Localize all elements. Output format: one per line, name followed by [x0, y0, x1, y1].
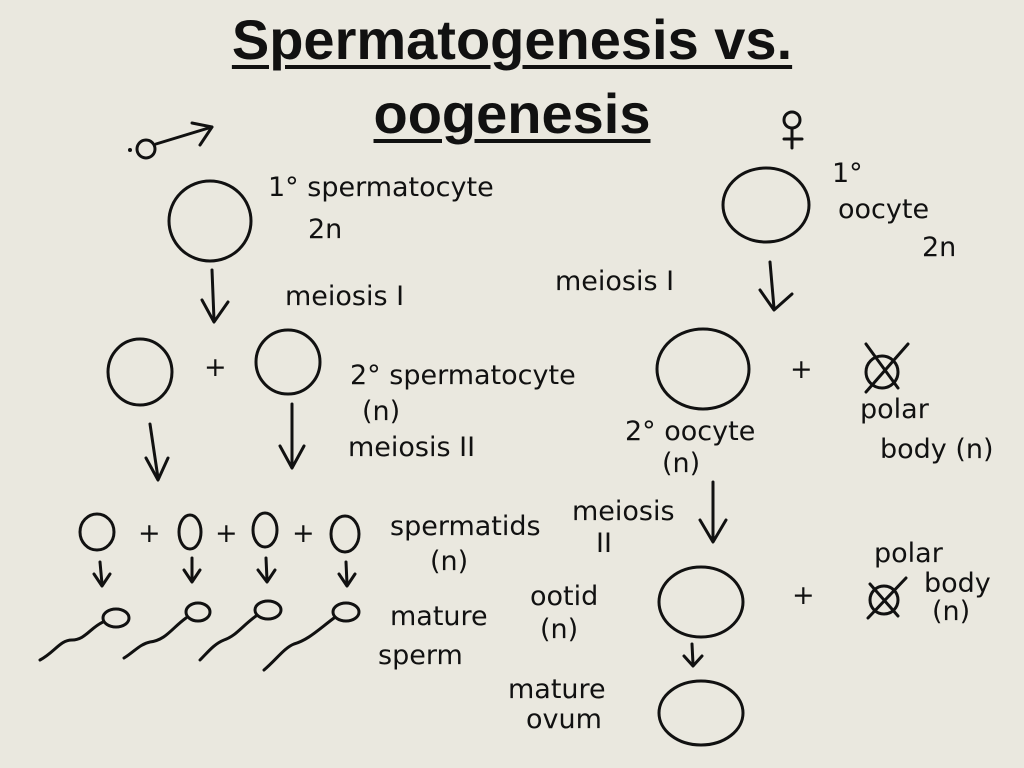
female-meiosis-1-label: meiosis I [555, 266, 674, 297]
primary-oocyte-label-2: oocyte [838, 194, 929, 225]
down-arrow-icon [278, 402, 306, 470]
spermatid-cell [251, 511, 279, 549]
title-line-2: oogenesis [373, 82, 651, 145]
spermatid-cell [78, 512, 116, 552]
secondary-oocyte-cell [655, 327, 751, 411]
secondary-spermatocyte-cell [106, 337, 174, 407]
ootid-cell [657, 565, 745, 639]
secondary-oocyte-ploidy: (n) [662, 448, 700, 479]
polar-body-1-label-1: polar [860, 394, 930, 425]
mature-sperm-label-2: sperm [378, 640, 463, 671]
title-line-1: Spermatogenesis vs. [231, 8, 793, 71]
sperm-icon [262, 601, 361, 672]
secondary-spermatocyte-label: 2° spermatocyte [350, 360, 576, 391]
polar-body-2-label-2: body [924, 568, 991, 599]
polar-body-2-ploidy: (n) [932, 596, 970, 627]
polar-body-2-label-1: polar [874, 538, 944, 569]
spermatids-label: spermatids [390, 511, 541, 542]
plus-sign: + [792, 580, 815, 611]
sperm-icon [38, 607, 131, 662]
primary-spermatocyte-label: 1° spermatocyte [268, 172, 494, 203]
down-arrow-icon [256, 556, 277, 584]
female-meiosis-2-label-1: meiosis [572, 496, 675, 527]
male-meiosis-2-label: meiosis II [348, 432, 475, 463]
down-arrow-icon [200, 268, 230, 324]
spermatid-cell [329, 514, 361, 554]
sperm-icon [122, 601, 212, 660]
secondary-spermatocyte-cell [254, 328, 322, 396]
secondary-oocyte-label: 2° oocyte [625, 416, 755, 447]
polar-body-icon [866, 576, 908, 620]
plus-sign: + [215, 518, 238, 549]
male-symbol-icon [128, 121, 214, 160]
primary-spermatocyte-cell [167, 179, 253, 263]
mature-ovum-cell [657, 679, 745, 747]
mature-sperm-label-1: mature [390, 601, 488, 632]
sperm-icon [198, 599, 283, 662]
female-meiosis-2-label-2: II [596, 528, 612, 559]
plus-sign: + [292, 518, 315, 549]
down-arrow-icon [758, 260, 794, 312]
down-arrow-icon [144, 422, 170, 482]
down-arrow-icon [182, 556, 202, 584]
down-arrow-icon [682, 642, 704, 668]
plus-sign: + [138, 518, 161, 549]
ootid-ploidy: (n) [540, 614, 578, 645]
female-symbol-icon [782, 110, 804, 150]
secondary-spermatocyte-ploidy: (n) [362, 396, 400, 427]
primary-spermatocyte-ploidy: 2n [308, 214, 342, 245]
primary-oocyte-ploidy: 2n [922, 232, 956, 263]
polar-body-icon [864, 342, 910, 394]
spermatids-ploidy: (n) [430, 546, 468, 577]
spermatid-cell [177, 513, 203, 551]
polar-body-1-label-2: body (n) [880, 434, 994, 465]
male-meiosis-1-label: meiosis I [285, 281, 404, 312]
down-arrow-icon [337, 560, 357, 588]
plus-sign: + [790, 354, 813, 385]
ootid-label: ootid [530, 581, 598, 612]
primary-oocyte-cell [721, 166, 811, 244]
plus-sign: + [204, 352, 227, 383]
down-arrow-icon [698, 480, 728, 544]
mature-ovum-label-1: mature [508, 674, 606, 705]
primary-oocyte-label-1: 1° [832, 158, 863, 189]
down-arrow-icon [92, 560, 112, 588]
mature-ovum-label-2: ovum [526, 704, 602, 735]
